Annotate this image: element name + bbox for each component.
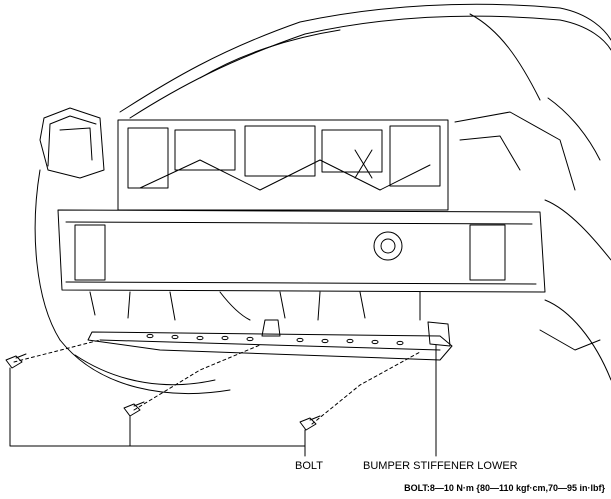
bolt-label: BOLT [295,460,323,472]
leader-lines [9,344,437,457]
bumper-stiffener-lower-label: BUMPER STIFFENER LOWER [363,460,518,472]
under-structure [89,291,421,321]
bolt-right [299,415,321,431]
right-fender [539,199,611,381]
bolt-alignment-lines [13,339,421,425]
left-headlamp [39,107,105,179]
core-support [117,111,576,211]
bolt-left [5,353,27,369]
bumper-reinforcement [57,209,546,293]
torque-spec-label: BOLT:8—10 N·m {80—110 kgf·cm,70—95 in·lb… [404,483,605,493]
left-lower-body [34,169,231,394]
bolt-center [123,401,145,417]
bumper-stiffener-lower [87,319,453,361]
hood-outline [119,3,611,161]
